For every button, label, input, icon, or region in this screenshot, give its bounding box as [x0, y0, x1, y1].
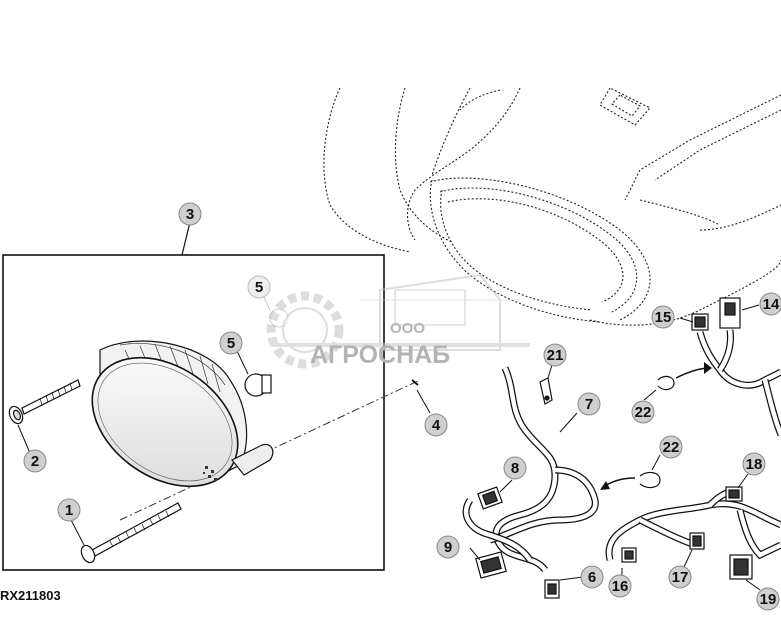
hood-outline	[323, 87, 781, 326]
callout-badge	[219, 331, 243, 355]
watermark-small: ООО	[390, 320, 425, 337]
watermark-text: АГРОСНАБ	[310, 341, 450, 369]
callout-number: 15	[655, 309, 672, 326]
callout-badge	[608, 574, 632, 598]
clip-22-mid	[639, 471, 661, 489]
callout-number: 21	[547, 347, 564, 364]
leader-2	[17, 424, 31, 454]
leader-7	[559, 412, 578, 433]
leader-17	[683, 549, 693, 568]
parts-box	[2, 254, 385, 571]
callout-badge	[247, 275, 271, 299]
callout-number: 2	[31, 453, 39, 470]
callout-badge	[577, 392, 601, 416]
callout-badge	[759, 292, 781, 316]
bulb	[244, 373, 272, 397]
leader-22-mid	[651, 454, 661, 471]
figure-id: RX211803	[0, 588, 61, 603]
callout-number: 5	[227, 335, 235, 352]
callout-badge	[424, 413, 448, 437]
callout-number: 18	[746, 456, 763, 473]
leader-21	[547, 364, 553, 379]
callout-badge	[23, 449, 47, 473]
callout-number: 6	[588, 569, 596, 586]
leader-9	[469, 547, 481, 561]
callout-badge	[436, 535, 460, 559]
harness-left	[462, 366, 599, 573]
arrowhead-22-top	[704, 362, 712, 374]
leader-19	[745, 579, 761, 591]
callout-number: 16	[612, 578, 629, 595]
callout-badge	[651, 305, 675, 329]
callout-group: 1 2 3 4 5 5 6 7 8 9 14 15 16 17 18 19 21 22 22	[23, 202, 781, 611]
callout-badge	[57, 498, 81, 522]
fog-lamp	[91, 340, 274, 488]
leader-8	[499, 479, 513, 493]
harness-upper-right-connectors	[691, 297, 741, 331]
callout-number: 8	[511, 460, 519, 477]
leader-14	[741, 304, 760, 311]
callout-badge	[178, 202, 202, 226]
leader-1	[69, 517, 85, 546]
callout-number: 14	[763, 296, 780, 313]
callout-number: 3	[186, 206, 194, 223]
callout-number: 7	[585, 396, 593, 413]
callout-badge	[580, 565, 604, 589]
callout-number: 19	[760, 591, 777, 608]
harness-left-connectors	[475, 486, 560, 599]
bolt-upper	[8, 379, 81, 425]
watermark-logo	[266, 273, 530, 369]
callout-badge	[668, 565, 692, 589]
callout-badge	[659, 435, 683, 459]
leader-3	[181, 221, 191, 256]
connector-4	[411, 379, 431, 414]
leader-22-top	[643, 389, 657, 401]
callout-number: 22	[635, 404, 652, 421]
arrowhead-22-mid	[600, 481, 610, 490]
callout-badge	[503, 456, 527, 480]
callout-number: 22	[663, 439, 680, 456]
leader-18	[737, 473, 749, 489]
harness-upper-right	[696, 329, 781, 437]
callout-badge	[756, 587, 780, 611]
callout-number: 4	[432, 417, 441, 434]
leader-15	[679, 317, 694, 323]
leader-5	[236, 350, 249, 375]
leader-6	[559, 576, 584, 581]
callout-badge	[742, 452, 766, 476]
callout-number: 1	[65, 502, 73, 519]
callout-badge	[543, 343, 567, 367]
callout-badge	[631, 400, 655, 424]
callout-number: 5	[255, 279, 263, 296]
clip-22-top	[657, 375, 675, 391]
harness-right-connectors	[621, 486, 753, 580]
callout-number: 17	[672, 569, 689, 586]
bolt-lower	[80, 502, 182, 564]
bracket-21	[539, 377, 553, 405]
callout-number: 9	[444, 539, 452, 556]
